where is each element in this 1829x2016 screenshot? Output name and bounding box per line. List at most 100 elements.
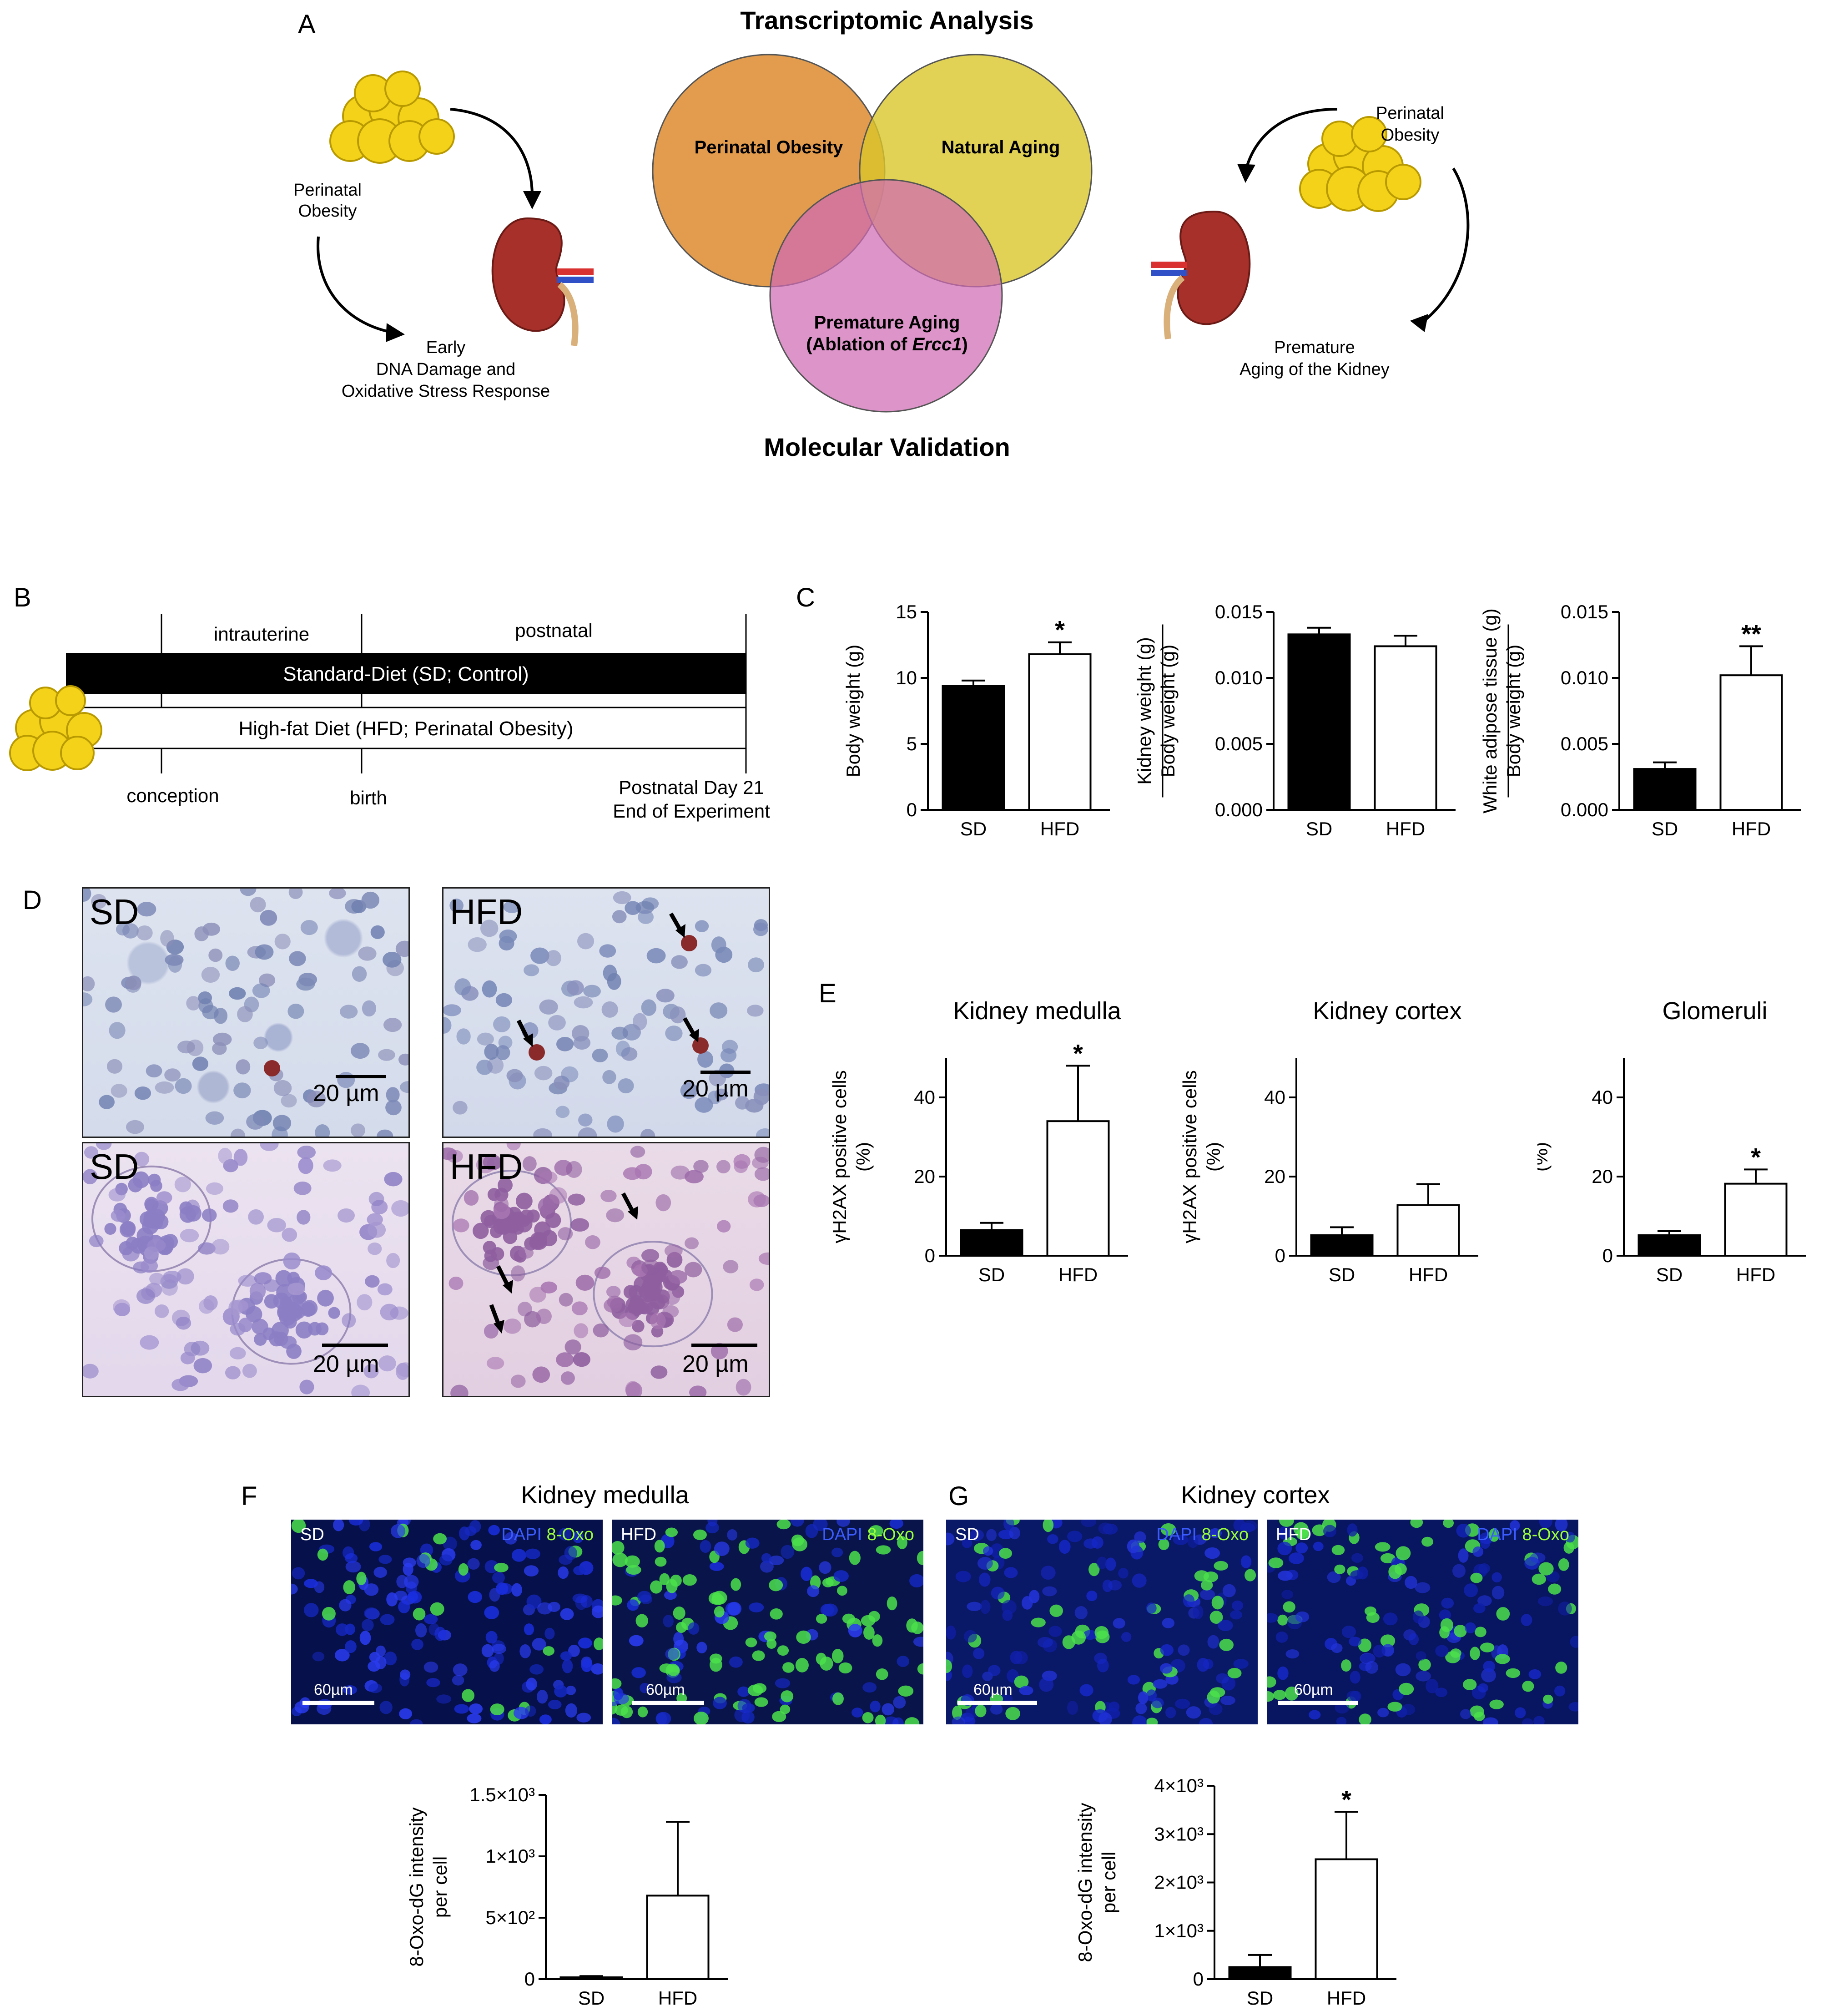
nucleus (494, 1196, 509, 1213)
left-outcome-line1: Early (426, 338, 466, 357)
nucleus (1435, 1645, 1449, 1657)
nucleus (1412, 1610, 1424, 1624)
nucleus (1288, 1552, 1304, 1564)
nucleus (1105, 1557, 1116, 1571)
x-tick-label: HFD (1327, 1987, 1366, 2009)
nucleus (852, 1708, 863, 1718)
nucleus (1146, 1602, 1157, 1614)
nucleus (301, 1300, 318, 1316)
nucleus (240, 889, 257, 896)
bar-sd (559, 1976, 623, 1981)
nucleus (570, 1218, 590, 1232)
nucleus (493, 1016, 511, 1032)
left-outcome-line3: Oxidative Stress Response (341, 382, 550, 401)
nucleus (315, 1124, 330, 1137)
y-tick-label: 40 (914, 1086, 935, 1108)
nucleus (453, 1663, 468, 1677)
right-outcome-label: Premature Aging of the Kidney (1183, 337, 1446, 380)
y-tick-label: 40 (1264, 1086, 1285, 1108)
nucleus (1416, 1651, 1426, 1661)
nucleus (781, 1545, 795, 1559)
nucleus (300, 920, 318, 935)
nucleus (1067, 1701, 1078, 1715)
nucleus (522, 1156, 537, 1172)
nucleus (946, 1659, 952, 1673)
nucleus (723, 1260, 739, 1273)
nucleus (1118, 1568, 1129, 1579)
fluo-stain-legend: DAPI 8-Oxo (822, 1525, 914, 1545)
nucleus (122, 923, 139, 939)
nucleus (1004, 1567, 1018, 1578)
nucleus (467, 1713, 482, 1723)
nucleus (1426, 1679, 1439, 1693)
nucleus (333, 1520, 344, 1531)
x-tick-label: SD (1329, 1264, 1355, 1285)
nucleus (641, 897, 659, 910)
fluo-stain-legend: DAPI 8-Oxo (1156, 1525, 1249, 1545)
y-tick-label: 4×10³ (1154, 1775, 1204, 1796)
nucleus (665, 1527, 678, 1537)
nucleus (1278, 1526, 1290, 1540)
chart-title: Glomeruli (1662, 997, 1767, 1025)
stain-oxo: 8-Oxo (546, 1525, 594, 1544)
scale-bar-label: 20 µm (313, 1080, 379, 1107)
nucleus (1098, 1712, 1112, 1724)
nucleus (1127, 1539, 1140, 1553)
nucleus (529, 1236, 548, 1250)
nucleus (1233, 1520, 1246, 1532)
nucleus (575, 1274, 595, 1291)
nucleus (709, 1561, 724, 1571)
y-tick-label: 0 (1602, 1245, 1613, 1266)
nucleus (348, 1520, 363, 1526)
nucleus (539, 1171, 558, 1184)
nucleus (1209, 1703, 1223, 1715)
nucleus (620, 1706, 633, 1718)
nucleus (819, 1561, 831, 1574)
nucleus (287, 1283, 305, 1295)
nucleus (697, 1051, 714, 1068)
nucleus (963, 1716, 976, 1724)
nucleus (1416, 1671, 1431, 1682)
nucleus (439, 1554, 453, 1566)
nucleus (1341, 1659, 1351, 1672)
right-outcome-line2: Aging of the Kidney (1239, 360, 1390, 379)
nucleus (386, 1087, 400, 1103)
nucleus (606, 1208, 625, 1223)
nucleus (612, 1595, 622, 1606)
right-obesity-label: Perinatal Obesity (1342, 102, 1478, 146)
y-tick-label: 10 (896, 667, 917, 688)
nucleus (749, 1278, 764, 1291)
nucleus (488, 1525, 500, 1536)
nucleus (1178, 1644, 1190, 1656)
nucleus (594, 1266, 611, 1279)
nucleus (108, 1188, 126, 1202)
y-axis-label: per cell (1098, 1852, 1119, 1913)
nucleus (689, 1385, 707, 1396)
nucleus (1465, 1622, 1476, 1633)
y-tick-label: 15 (896, 601, 917, 622)
nucleus (591, 1663, 603, 1675)
nucleus (338, 1208, 355, 1223)
y-axis-label: White adipose tissue (g) (1479, 608, 1501, 813)
nucleus (1558, 1602, 1572, 1616)
nucleus (1360, 1653, 1376, 1663)
nucleus (275, 1270, 292, 1287)
nucleus (253, 1036, 268, 1050)
nucleus (291, 1583, 298, 1595)
nucleus (408, 1591, 422, 1604)
nucleus (289, 951, 306, 966)
nucleus (1040, 1566, 1056, 1580)
nucleus (1563, 1541, 1574, 1554)
nucleus (1173, 1535, 1189, 1545)
panel-letter-c: C (796, 583, 815, 612)
nucleus (577, 933, 595, 950)
nucleus (272, 1115, 292, 1132)
nucleus (498, 1036, 513, 1050)
nucleus (1240, 1555, 1252, 1568)
nucleus (312, 1652, 325, 1662)
nucleus (705, 1522, 719, 1534)
nucleus (710, 1002, 728, 1019)
nucleus (1415, 1582, 1431, 1593)
nucleus (1283, 1601, 1295, 1613)
micro-label-sd-1: SD (90, 892, 139, 932)
